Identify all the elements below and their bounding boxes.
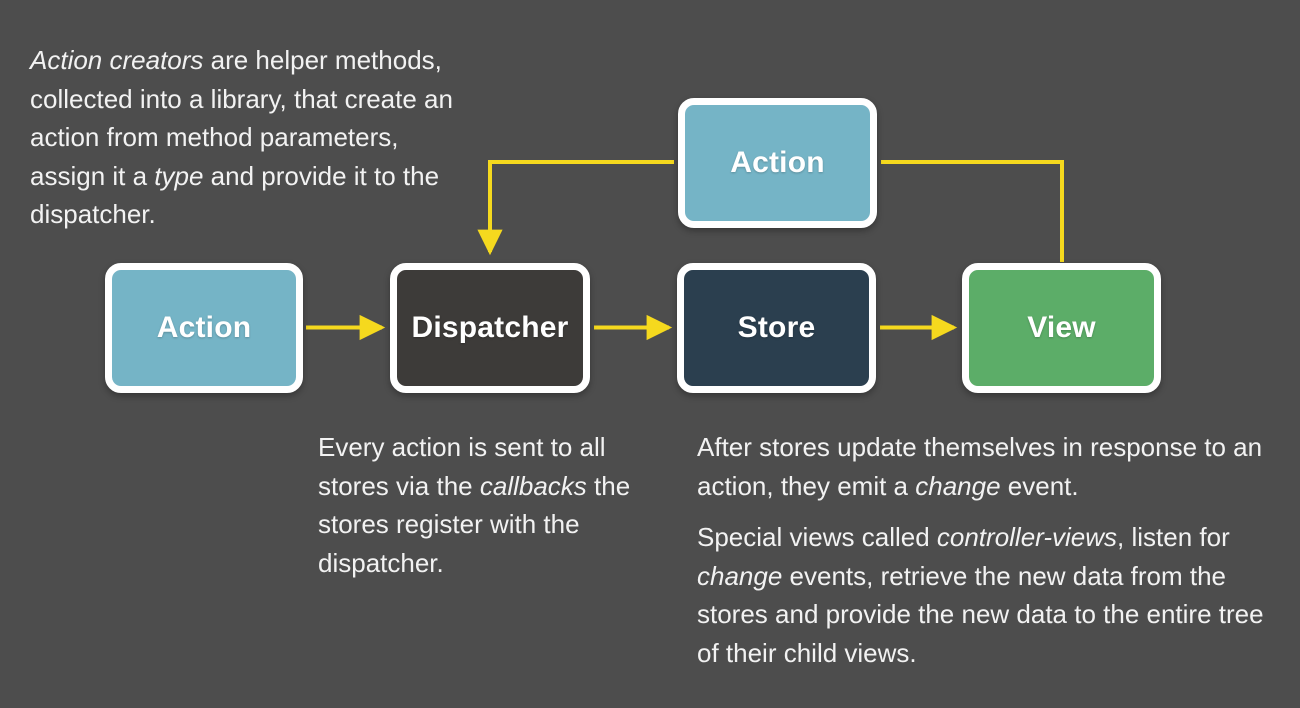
node-action-left[interactable]: Action <box>105 263 303 393</box>
note-store-view: After stores update themselves in respon… <box>697 428 1269 672</box>
note-store-view-paragraph-1: After stores update themselves in respon… <box>697 432 1263 501</box>
node-action-left-label: Action <box>156 311 252 344</box>
note-dispatcher-text: Every action is sent to all stores via t… <box>318 432 631 578</box>
node-store-label: Store <box>737 311 816 344</box>
connector-view-to-action-top <box>881 160 1064 262</box>
node-view-label: View <box>1027 311 1096 344</box>
node-action-top[interactable]: Action <box>678 98 877 228</box>
note-store-view-paragraph-2: Special views called controller-views, l… <box>697 522 1264 668</box>
node-dispatcher-label: Dispatcher <box>411 311 569 344</box>
connector-action-top-to-dispatcher <box>477 160 674 256</box>
node-dispatcher[interactable]: Dispatcher <box>390 263 590 393</box>
note-action-creators-text: Action creators are helper methods, coll… <box>30 45 453 229</box>
node-store[interactable]: Store <box>677 263 876 393</box>
node-action-top-label: Action <box>730 146 825 179</box>
note-dispatcher: Every action is sent to all stores via t… <box>318 428 668 582</box>
node-view[interactable]: View <box>962 263 1161 393</box>
note-action-creators: Action creators are helper methods, coll… <box>30 41 475 234</box>
